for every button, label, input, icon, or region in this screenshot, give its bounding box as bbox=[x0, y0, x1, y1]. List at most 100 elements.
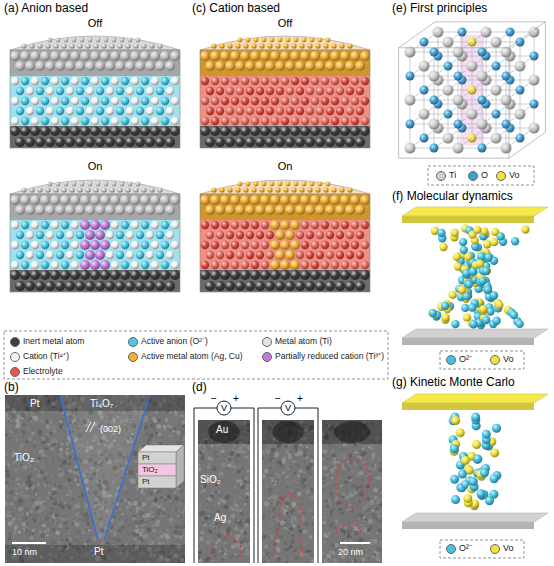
layer-atom bbox=[296, 231, 304, 239]
image-grain bbox=[40, 471, 43, 474]
electrode-atom bbox=[135, 281, 145, 291]
image-grain bbox=[166, 540, 169, 543]
filament-atom bbox=[270, 240, 280, 250]
image-grain bbox=[31, 432, 34, 435]
filament-atom bbox=[80, 260, 90, 270]
electrode-atom bbox=[210, 51, 220, 61]
layer-atom bbox=[231, 261, 239, 269]
layer-atom bbox=[101, 77, 109, 85]
layer-atom bbox=[161, 241, 169, 249]
electrode-atom bbox=[340, 126, 350, 136]
image-grain bbox=[153, 418, 156, 421]
filament-atom bbox=[85, 230, 95, 240]
image-grain bbox=[49, 420, 53, 424]
layer-atom bbox=[156, 87, 164, 95]
image-grain bbox=[161, 509, 164, 512]
layer-atom bbox=[311, 241, 319, 249]
layer-atom bbox=[296, 251, 304, 259]
electrode-atom bbox=[75, 205, 85, 215]
electrode-atom bbox=[140, 195, 150, 205]
electrode-atom bbox=[65, 205, 75, 215]
image-grain bbox=[32, 416, 36, 420]
electrode-atom bbox=[20, 126, 30, 136]
layer-atom bbox=[26, 251, 34, 259]
surface-atom bbox=[291, 187, 296, 192]
image-grain bbox=[9, 437, 11, 439]
electrode-atom bbox=[280, 195, 290, 205]
layer-atom bbox=[171, 97, 179, 105]
electrode-top-surface bbox=[200, 36, 370, 50]
image-grain bbox=[44, 458, 46, 460]
image-grain bbox=[66, 442, 70, 446]
electrode-atom bbox=[305, 137, 315, 147]
image-grain bbox=[183, 543, 185, 545]
layer-atom bbox=[56, 231, 64, 239]
electrode-atom bbox=[25, 205, 35, 215]
electrode-atom bbox=[45, 281, 55, 291]
surface-atom bbox=[326, 182, 331, 187]
image-grain bbox=[54, 513, 59, 518]
layer-atom bbox=[341, 77, 349, 85]
layer-atom bbox=[241, 241, 249, 249]
layer-atom bbox=[166, 87, 174, 95]
layer-atom bbox=[241, 97, 249, 105]
electrode-atom bbox=[225, 205, 235, 215]
image-grain bbox=[22, 423, 26, 427]
electrode-atom bbox=[285, 61, 295, 71]
layer-atom bbox=[301, 117, 309, 125]
filament-atom bbox=[90, 220, 100, 230]
surface-atom bbox=[286, 38, 291, 43]
layer-atom bbox=[46, 231, 54, 239]
layer-atom bbox=[141, 117, 149, 125]
layer-atom bbox=[296, 87, 304, 95]
image-grain bbox=[72, 508, 74, 510]
surface-atom bbox=[246, 182, 251, 187]
surface-atom bbox=[56, 38, 61, 43]
electrode-atom bbox=[350, 270, 360, 280]
electrode-atom bbox=[265, 281, 275, 291]
image-grain bbox=[134, 521, 138, 525]
layer-atom bbox=[346, 107, 354, 115]
image-grain bbox=[47, 529, 50, 532]
electrode-atom bbox=[350, 51, 360, 61]
surface-atom bbox=[323, 43, 328, 48]
surface-atom bbox=[310, 182, 315, 187]
surface-atom bbox=[299, 43, 304, 48]
image-grain bbox=[19, 491, 23, 495]
layer-atom bbox=[221, 261, 229, 269]
layer-atom bbox=[251, 97, 259, 105]
image-grain bbox=[167, 494, 171, 498]
electrode-atom bbox=[345, 61, 355, 71]
image-grain bbox=[36, 460, 40, 464]
electrode-atom bbox=[315, 137, 325, 147]
image-grain bbox=[47, 452, 52, 457]
layer-atom bbox=[81, 97, 89, 105]
surface-atom bbox=[278, 182, 283, 187]
layer-atom bbox=[211, 117, 219, 125]
electrode-atom bbox=[40, 195, 50, 205]
image-grain bbox=[89, 528, 91, 530]
surface-atom bbox=[53, 43, 58, 48]
surface-atom bbox=[125, 187, 130, 192]
layer-atom bbox=[251, 261, 259, 269]
electrode-atom bbox=[200, 51, 210, 61]
layer-atom bbox=[276, 87, 284, 95]
image-grain bbox=[173, 541, 175, 543]
layer-atom bbox=[361, 117, 369, 125]
filament-atom bbox=[275, 230, 285, 240]
electrode-atom bbox=[240, 51, 250, 61]
legend-frame bbox=[440, 351, 524, 369]
image-grain bbox=[46, 466, 48, 468]
image-grain bbox=[140, 490, 145, 495]
image-grain bbox=[36, 534, 41, 539]
layer-atom bbox=[121, 117, 129, 125]
layer-atom bbox=[266, 87, 274, 95]
electrode-atom bbox=[255, 137, 265, 147]
image-grain bbox=[51, 499, 53, 501]
electrode-atom bbox=[235, 137, 245, 147]
layer-atom bbox=[151, 117, 159, 125]
surface-atom bbox=[211, 187, 216, 192]
electrode-atom bbox=[275, 205, 285, 215]
layer-atom bbox=[351, 97, 359, 105]
image-grain bbox=[150, 424, 153, 427]
